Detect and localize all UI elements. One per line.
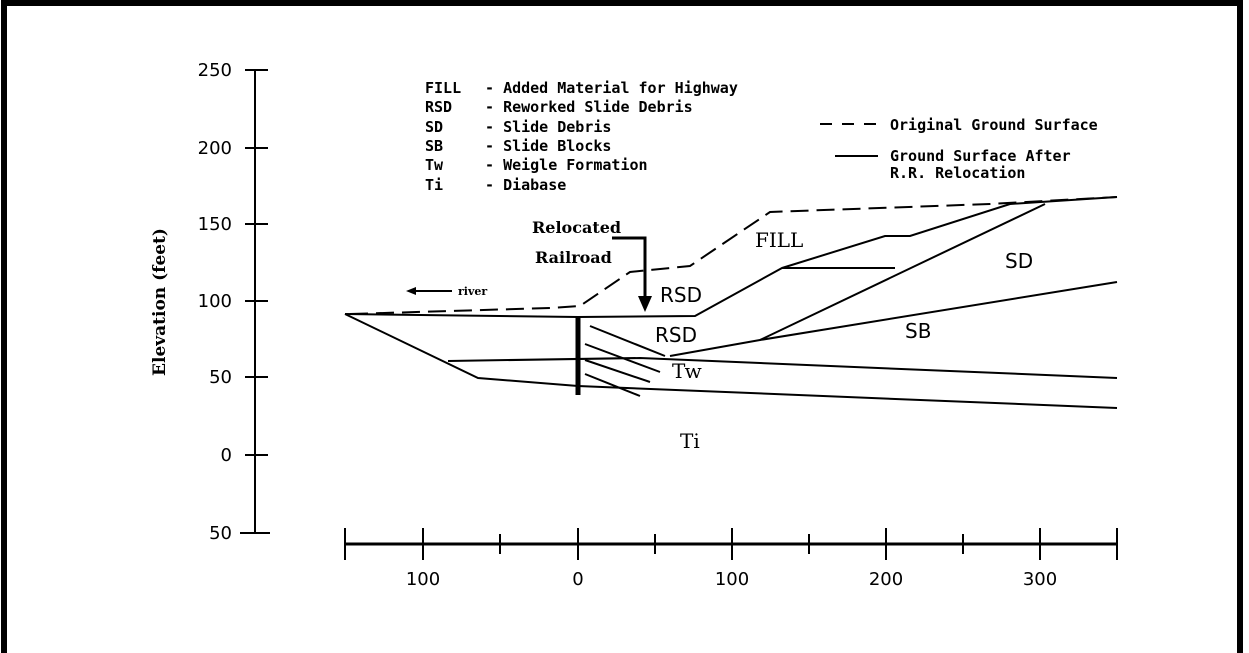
railroad-label: Railroad [535, 248, 612, 267]
x-tick-label: 300 [1023, 569, 1057, 590]
y-tick-label: 200 [198, 138, 232, 159]
y-axis-ticks: 250 200 150 100 50 0 50 [198, 60, 268, 544]
y-tick-label: 150 [198, 214, 232, 235]
tw-shear-1 [584, 359, 651, 383]
rsd-shear-1 [589, 325, 666, 357]
legend-after-relocation-1: Ground Surface After [890, 147, 1071, 165]
rsd-upper-label: RSD [660, 283, 702, 307]
x-tick-label: 100 [715, 569, 749, 590]
legend-tw-desc: - Weigle Formation [485, 156, 648, 174]
legend-original-ground: Original Ground Surface [890, 116, 1098, 134]
y-tick-label: 50 [209, 367, 232, 388]
y-tick-label: 250 [198, 60, 232, 81]
legend-tw: Tw [425, 156, 444, 174]
y-tick-label: 100 [198, 291, 232, 312]
legend-after-relocation-2: R.R. Relocation [890, 164, 1025, 182]
tw-top-boundary [447, 356, 1118, 379]
legend: FILL - Added Material for Highway RSD - … [425, 79, 1098, 194]
x-axis-ticks: 100 0 100 200 300 [344, 528, 1118, 590]
x-tick-label: 200 [869, 569, 903, 590]
ground-after-relocation-line [344, 267, 895, 319]
legend-ti: Ti [425, 176, 443, 194]
railroad-pointer [612, 236, 647, 298]
ti-top-boundary [344, 313, 1118, 409]
legend-rsd-desc: - Reworked Slide Debris [485, 98, 693, 116]
ti-label: Ti [680, 429, 700, 453]
sd-rsd-boundary [759, 203, 1046, 341]
sd-label: SD [1005, 249, 1033, 273]
rsd-lower-label: RSD [655, 323, 697, 347]
rsd-shear-2 [584, 343, 661, 373]
y-axis-title: Elevation (feet) [150, 228, 170, 376]
x-tick-label: 0 [572, 569, 583, 590]
legend-rsd: RSD [425, 98, 452, 116]
fill-label: FILL [755, 228, 803, 252]
y-tick-label: 50 [209, 523, 232, 544]
legend-ti-desc: - Diabase [485, 176, 566, 194]
legend-sd: SD [425, 118, 443, 136]
legend-fill-desc: - Added Material for Highway [485, 79, 738, 97]
legend-sb: SB [425, 137, 443, 155]
legend-fill: FILL [425, 79, 461, 97]
legend-sb-desc: - Slide Blocks [485, 137, 611, 155]
y-tick-label: 0 [221, 445, 232, 466]
legend-sd-desc: - Slide Debris [485, 118, 611, 136]
relocated-label: Relocated [532, 218, 621, 237]
original-ground-line [349, 196, 1118, 315]
upper-fill-boundary [781, 196, 1118, 269]
x-tick-label: 100 [406, 569, 440, 590]
river-label: river [458, 285, 487, 298]
railroad-arrowhead [638, 296, 652, 312]
tw-label: Tw [672, 359, 702, 383]
river-arrowhead [406, 287, 416, 295]
sb-label: SB [905, 319, 931, 343]
tw-shear-2 [584, 373, 641, 397]
